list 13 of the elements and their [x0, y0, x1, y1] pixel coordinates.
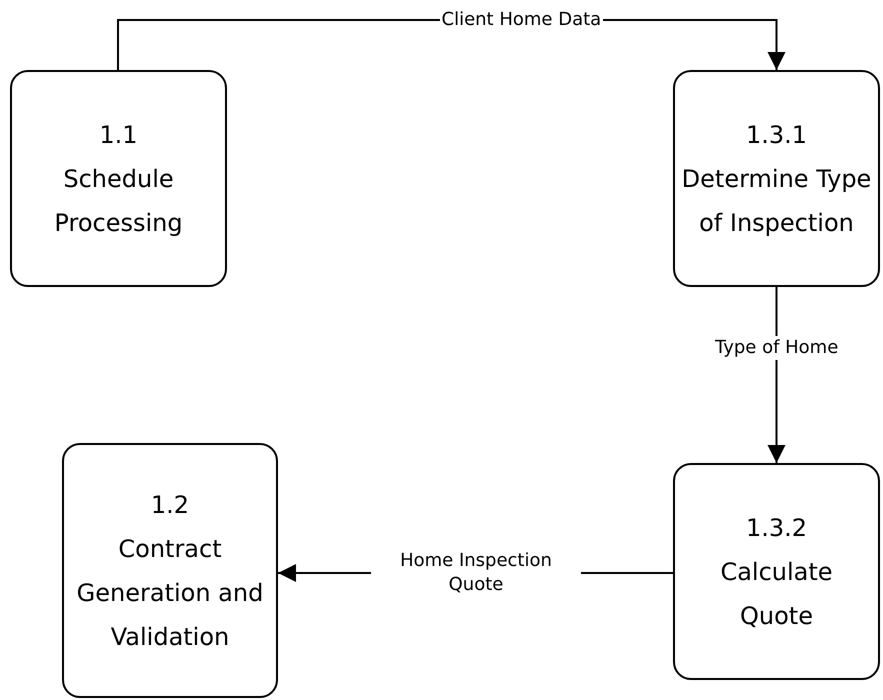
process-number: 1.2	[150, 490, 190, 520]
process-number: 1.3.2	[746, 512, 808, 544]
process-name: Schedule Processing	[53, 164, 184, 238]
process-name: Calculate Quote	[719, 556, 834, 632]
process-box	[673, 70, 880, 287]
process-box	[673, 463, 880, 680]
process-number: 1.1	[99, 120, 138, 150]
process-box	[10, 70, 227, 287]
edge-label: Type of Home	[713, 336, 840, 360]
process-number: 1.3.1	[746, 120, 808, 150]
process-box	[62, 443, 278, 698]
process-name: Contract Generation and Validation	[76, 534, 264, 652]
process-name: Determine Type of Inspection	[681, 164, 872, 238]
